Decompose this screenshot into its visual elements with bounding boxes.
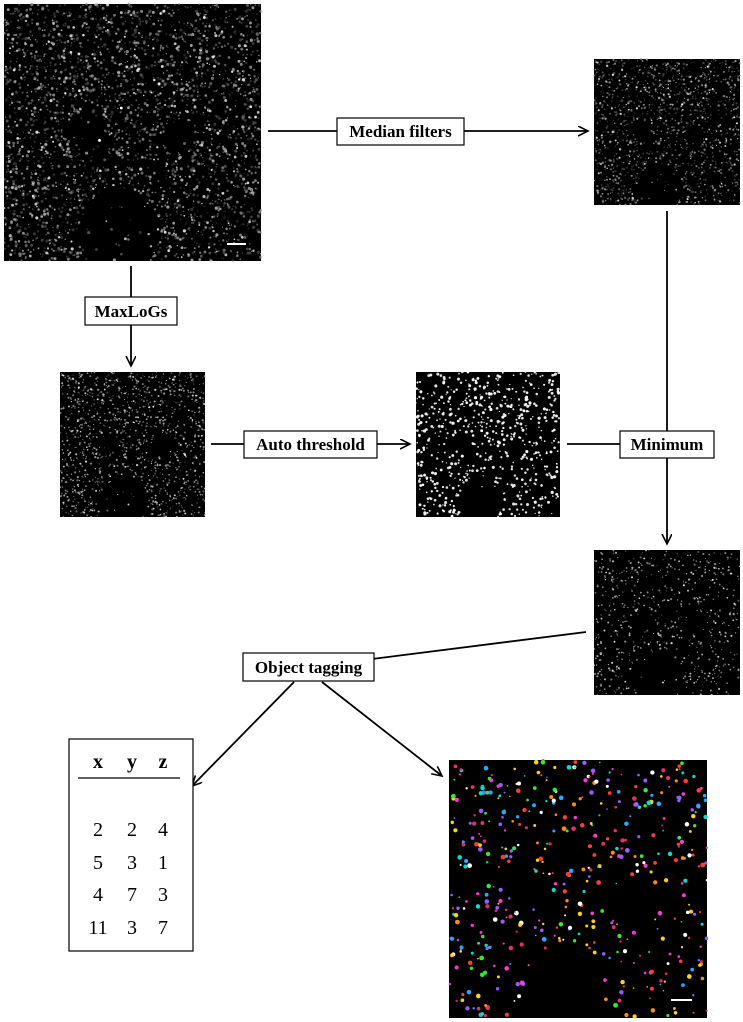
step-minimum: Minimum: [619, 430, 715, 459]
object-tagging-label: Object tagging: [255, 658, 363, 677]
table-header-z: z: [159, 751, 168, 773]
coordinates-table: x y z 2 2 4 5 3 1 4 7 3 11 3 7: [68, 738, 194, 952]
arrow-tagging-to-table: [192, 681, 295, 786]
table-cell: 7: [158, 917, 168, 939]
maxlogs-image-speckles: [59, 371, 206, 518]
line-minimum-to-tagging: [371, 631, 587, 660]
minimum-image: [593, 549, 741, 696]
minimum-label: Minimum: [631, 435, 704, 454]
median-filters-label: Median filters: [349, 122, 452, 141]
tagged-objects-speckles: [448, 759, 709, 1019]
arrow-tagging-to-tagged: [321, 681, 442, 776]
threshold-image-speckles: [414, 370, 561, 518]
step-auto-threshold: Auto threshold: [243, 430, 378, 459]
auto-threshold-label: Auto threshold: [256, 435, 365, 454]
step-object-tagging: Object tagging: [242, 652, 375, 682]
table-cell: 3: [127, 917, 137, 939]
table-cell: 4: [93, 884, 103, 906]
table-cell: 2: [93, 819, 103, 841]
table-header-y: y: [127, 751, 137, 773]
median-image-speckles: [593, 58, 742, 206]
raw-image-speckles: [2, 2, 263, 263]
table-cell: 2: [127, 819, 137, 841]
table-header-x: x: [93, 751, 103, 773]
tagged-objects-image: [448, 759, 709, 1019]
table-cell: 3: [127, 852, 137, 874]
maxlogs-label: MaxLoGs: [95, 302, 168, 321]
step-maxlogs: MaxLoGs: [84, 296, 178, 326]
table-cell: 5: [93, 852, 103, 874]
table-cell: 3: [158, 884, 168, 906]
table-cell: 4: [158, 819, 168, 841]
median-filtered-image: [593, 58, 742, 206]
table-cell: 1: [158, 852, 168, 874]
maxlogs-image: [59, 371, 206, 518]
minimum-image-speckles: [593, 549, 741, 696]
step-median-filters: Median filters: [336, 117, 465, 146]
thresholded-image: [414, 370, 561, 518]
table-cell: 11: [88, 917, 107, 939]
raw-image: [2, 2, 263, 263]
table-cell: 7: [127, 884, 137, 906]
